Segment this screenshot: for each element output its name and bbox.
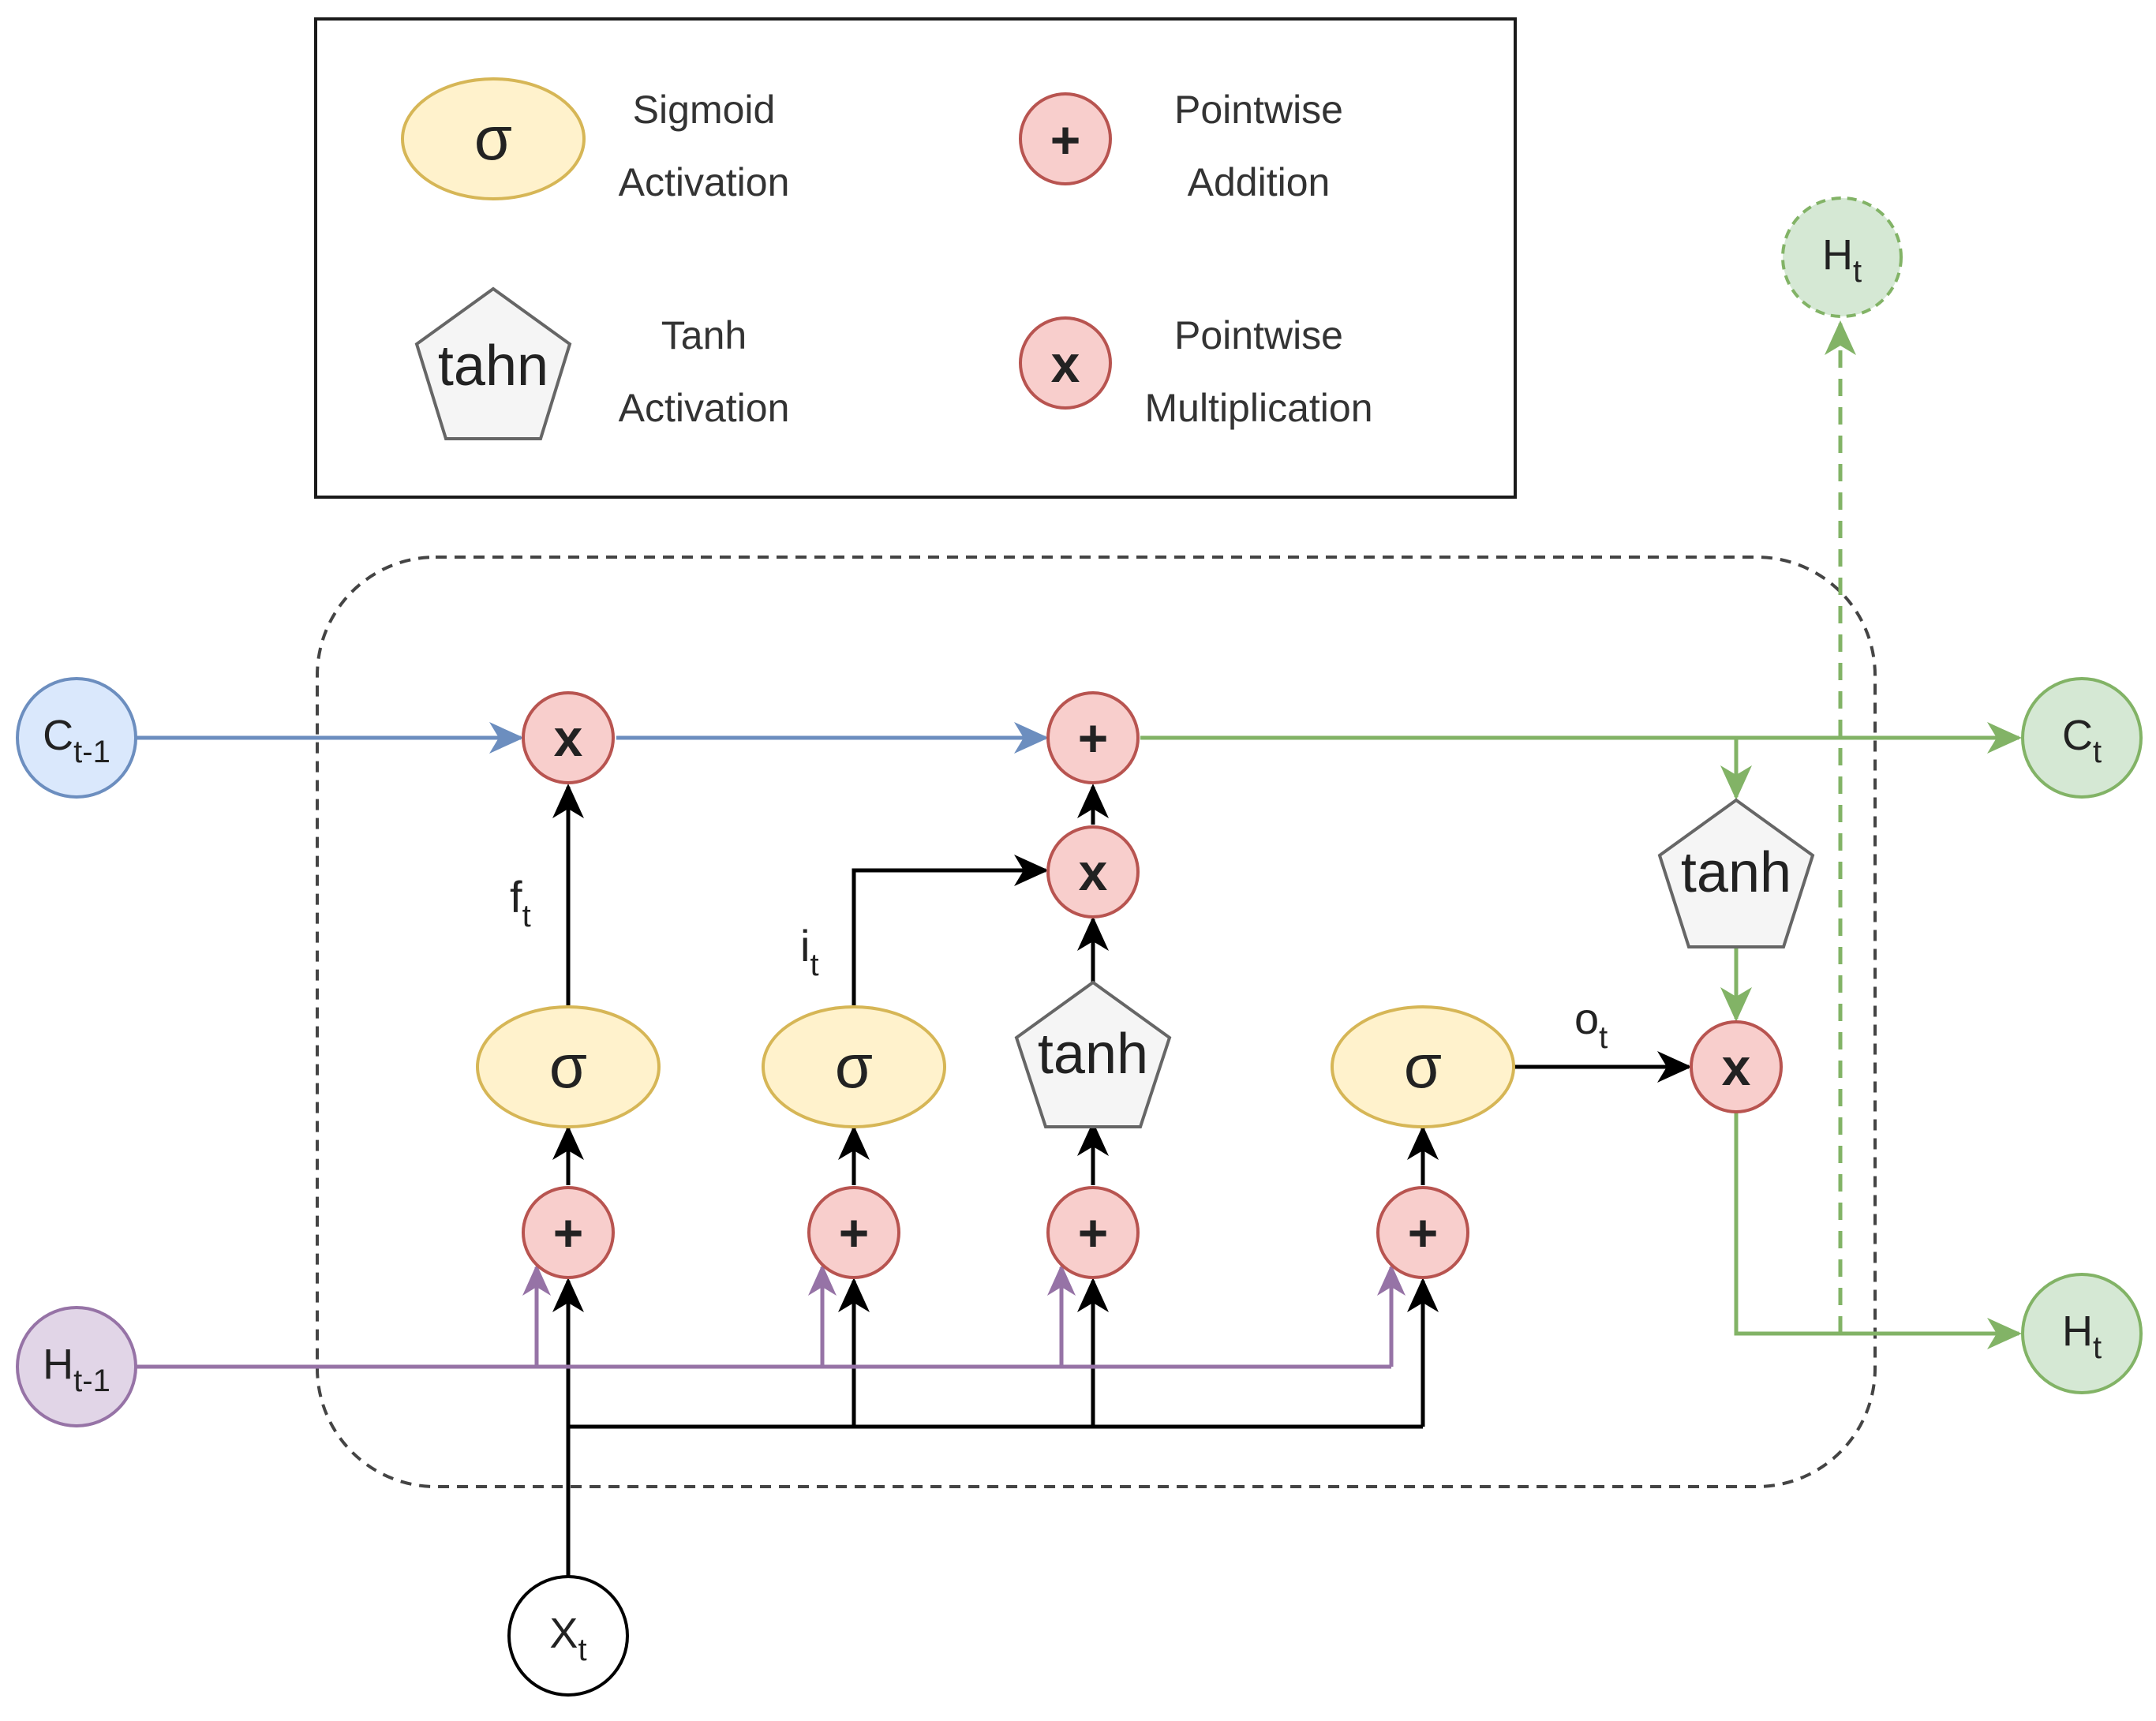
add-output-node: + <box>1376 1186 1469 1279</box>
h-out-node: Ht <box>2021 1273 2143 1394</box>
legend-tanh-glyph: tahn <box>438 335 548 398</box>
tanh-output-node: tanh <box>1657 798 1815 948</box>
legend-mul-label-2: Multiplication <box>1144 386 1372 430</box>
sigma-forget-glyph: σ <box>549 1031 587 1101</box>
tanh-output-glyph: tanh <box>1681 841 1791 904</box>
cell-add-node: + <box>1046 691 1140 784</box>
c-out-node: Ct <box>2021 677 2143 799</box>
add-forget-node: + <box>522 1186 615 1279</box>
h-prev-label: Ht-1 <box>43 1341 110 1398</box>
x-input-node: Xt <box>507 1575 629 1697</box>
legend-tanh-symbol: tahn <box>414 286 572 440</box>
output-gate-label: ot <box>1574 993 1608 1055</box>
legend-add-label-1: Pointwise <box>1174 88 1343 132</box>
candidate-mul-glyph: x <box>1079 843 1108 901</box>
add-input-node: + <box>807 1186 900 1279</box>
input-gate-label: it <box>800 921 819 982</box>
h-prev-node: Ht-1 <box>16 1306 137 1427</box>
legend-sigmoid-glyph: σ <box>474 103 512 173</box>
sigma-output-glyph: σ <box>1404 1031 1442 1101</box>
legend-mul-label-1: Pointwise <box>1174 313 1343 357</box>
legend-sigmoid-label-1: Sigmoid <box>633 88 776 132</box>
legend-sigmoid-symbol: σ <box>401 77 586 200</box>
output-mul-glyph: x <box>1722 1038 1751 1096</box>
legend-sigmoid-label-2: Activation <box>619 160 790 204</box>
h-out-label: Ht <box>2062 1308 2102 1365</box>
forget-mul-node: x <box>522 691 615 784</box>
cell-add-glyph: + <box>1078 709 1109 767</box>
sigma-input-to-mul <box>852 855 1049 1005</box>
sigma-input-glyph: σ <box>835 1031 873 1101</box>
sigma-forget-node: σ <box>476 1005 661 1128</box>
add-output-glyph: + <box>1408 1203 1439 1262</box>
legend-add-symbol: + <box>1019 92 1112 185</box>
candidate-mul-node: x <box>1046 825 1140 918</box>
add-input-glyph: + <box>839 1203 870 1262</box>
tanh-candidate-node: tanh <box>1014 980 1172 1128</box>
sigma-output-node: σ <box>1331 1005 1515 1128</box>
output-mul-node: x <box>1690 1020 1783 1113</box>
forget-gate-label: ft <box>510 872 531 933</box>
legend: σ Sigmoid Activation + Pointwise Additio… <box>314 17 1517 499</box>
add-forget-glyph: + <box>553 1203 584 1262</box>
output-mul-to-h-out <box>1734 1113 2022 1349</box>
c-prev-label: Ct-1 <box>43 712 110 769</box>
legend-tanh-label-2: Activation <box>619 386 790 430</box>
c-out-label: Ct <box>2062 712 2102 769</box>
tanh-candidate-glyph: tanh <box>1038 1023 1148 1086</box>
c-prev-node: Ct-1 <box>16 677 137 799</box>
connectors <box>136 320 2022 1577</box>
x-input-label: Xt <box>549 1610 586 1667</box>
add-candidate-glyph: + <box>1078 1203 1109 1262</box>
legend-add-glyph: + <box>1050 110 1081 169</box>
add-candidate-node: + <box>1046 1186 1140 1279</box>
forget-mul-glyph: x <box>554 709 583 767</box>
sigma-input-node: σ <box>762 1005 946 1128</box>
legend-mul-glyph: x <box>1051 335 1080 393</box>
legend-tanh-label-1: Tanh <box>661 313 747 357</box>
legend-add-label-2: Addition <box>1188 160 1331 204</box>
h-up-node: Ht <box>1781 196 1903 318</box>
h-up-label: Ht <box>1822 231 1862 289</box>
legend-mul-symbol: x <box>1019 316 1112 410</box>
